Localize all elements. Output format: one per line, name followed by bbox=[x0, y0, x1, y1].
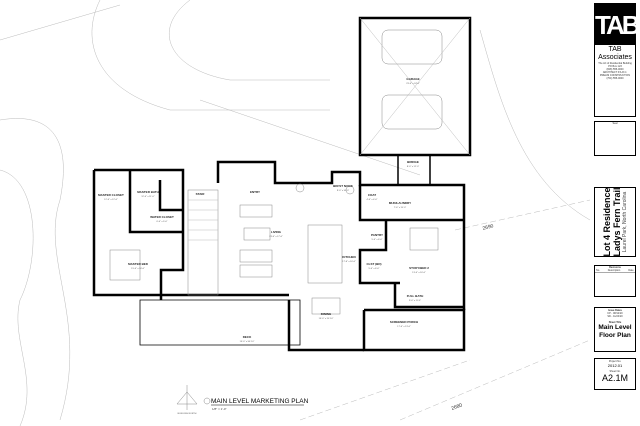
room-pantry: PANTRY 5'-0" x 6'-0" bbox=[371, 233, 383, 241]
sheet-number: A2.1M bbox=[601, 373, 628, 383]
svg-text:5'-0" x 6'-0": 5'-0" x 6'-0" bbox=[368, 268, 379, 270]
room-master-closet: MASTER CLOSET 12'-0" x 12'-0" bbox=[98, 193, 124, 201]
svg-text:FULL BATH: FULL BATH bbox=[407, 294, 424, 298]
svg-text:STAIR: STAIR bbox=[196, 192, 206, 196]
furniture bbox=[109, 183, 439, 315]
contour-label-2680: 2680 bbox=[451, 402, 464, 412]
sheet-info-box: Issue Dates CP - 08/12/20 SD - 11/24/20 … bbox=[594, 307, 636, 352]
room-kitchen: KITCHEN 17'-6" x 16'-0" bbox=[342, 255, 356, 263]
svg-text:5'-0" x 6'-0": 5'-0" x 6'-0" bbox=[371, 239, 382, 241]
sheet-number-box: Project No. 2012.01 Sheet No. A2.1M bbox=[594, 358, 636, 390]
svg-text:6'-0" x 5'-0": 6'-0" x 5'-0" bbox=[156, 221, 167, 223]
revisions-table: Revisions No. Description Date bbox=[594, 265, 636, 297]
room-living: LIVING 23'-0" x 17'-0" bbox=[269, 230, 283, 238]
seal-box: Seal bbox=[594, 121, 636, 156]
room-screened-porch: SCREENED PORCH 17'-0" x 13'-0" bbox=[390, 320, 418, 328]
svg-text:15'-0" x 15'-10": 15'-0" x 15'-10" bbox=[319, 318, 334, 320]
svg-text:15'-0" x 34'-10": 15'-0" x 34'-10" bbox=[240, 341, 255, 343]
svg-text:9'-0" x 11'-0": 9'-0" x 11'-0" bbox=[409, 300, 421, 302]
svg-text:STUDY/BED 2: STUDY/BED 2 bbox=[409, 266, 429, 270]
room-water-closet: WATER CLOSET 6'-0" x 5'-0" bbox=[150, 215, 174, 223]
svg-text:13'-0" x 16'-0": 13'-0" x 16'-0" bbox=[412, 272, 426, 274]
room-entry: ENTRY bbox=[250, 190, 260, 194]
svg-text:12'-0" x 12'-0": 12'-0" x 12'-0" bbox=[104, 199, 118, 201]
project-name-box: Lot 4 Residence Ladys Fern Trail Laurel … bbox=[594, 187, 636, 257]
house-walls bbox=[92, 160, 466, 352]
svg-text:DECK: DECK bbox=[243, 335, 252, 339]
svg-text:23'-0" x 24'-0": 23'-0" x 24'-0" bbox=[406, 83, 420, 85]
svg-text:ENTRY: ENTRY bbox=[250, 190, 260, 194]
floor-plan-drawing: GARAGE 23'-0" x 24'-0" BRIDGE 8'-0" x 12'-… bbox=[0, 0, 590, 426]
firm-logo: TAB bbox=[595, 10, 640, 40]
svg-text:LIVING: LIVING bbox=[271, 230, 282, 234]
room-coat: COAT 4'-0" x 4'-0" bbox=[366, 193, 377, 201]
svg-text:17'-0" x 13'-0": 17'-0" x 13'-0" bbox=[397, 326, 411, 328]
svg-text:12'-0" x 11'-0": 12'-0" x 11'-0" bbox=[141, 196, 155, 198]
drawing-title: MAIN LEVEL MARKETING PLAN bbox=[211, 398, 309, 405]
room-study-bed-2: STUDY/BED 2 13'-0" x 16'-0" bbox=[409, 266, 429, 274]
room-full-bath: FULL BATH 9'-0" x 11'-0" bbox=[407, 294, 424, 302]
svg-text:8'-0" x 12'-0": 8'-0" x 12'-0" bbox=[407, 166, 419, 168]
svg-text:15'-0" x 16'-0": 15'-0" x 16'-0" bbox=[131, 268, 145, 270]
room-mud-laundry: MUD/LAUNDRY 7'-6" x 15'-0" bbox=[389, 201, 411, 209]
firm-info: TAB Associates The Art of Residential Bu… bbox=[594, 44, 636, 117]
svg-text:BUILDING NORTH: BUILDING NORTH bbox=[178, 413, 197, 415]
svg-text:MUD/LAUNDRY: MUD/LAUNDRY bbox=[389, 201, 411, 205]
svg-text:COAT: COAT bbox=[368, 193, 376, 197]
svg-text:MASTER CLOSET: MASTER CLOSET bbox=[98, 193, 124, 197]
svg-text:17'-6" x 16'-0": 17'-6" x 16'-0" bbox=[342, 261, 356, 263]
room-dining: DINING 15'-0" x 15'-10" bbox=[319, 312, 334, 320]
svg-text:PANTRY: PANTRY bbox=[371, 233, 383, 237]
room-bkfst-nook: BKFST NOOK 9'-0" x 10'-0" bbox=[333, 184, 354, 192]
svg-text:23'-0" x 17'-0": 23'-0" x 17'-0" bbox=[269, 236, 283, 238]
room-master-bath: MASTER BATH 12'-0" x 11'-0" bbox=[137, 190, 159, 198]
svg-text:SCREENED PORCH: SCREENED PORCH bbox=[390, 320, 418, 324]
drawing-scale: 1/8" = 1'-0" bbox=[212, 407, 227, 411]
svg-text:BRIDGE: BRIDGE bbox=[407, 160, 419, 164]
logo-box: TAB bbox=[594, 3, 640, 45]
site-contours bbox=[0, 0, 590, 426]
room-labels: GARAGE 23'-0" x 24'-0" BRIDGE 8'-0" x 12'-… bbox=[98, 77, 429, 343]
room-garage: GARAGE 23'-0" x 24'-0" bbox=[406, 77, 420, 85]
svg-text:MASTER BATH: MASTER BATH bbox=[137, 190, 159, 194]
svg-text:4'-0" x 4'-0": 4'-0" x 4'-0" bbox=[366, 199, 377, 201]
room-bridge: BRIDGE 8'-0" x 12'-0" bbox=[407, 160, 419, 168]
contour-label-2690: 2690 bbox=[482, 223, 495, 232]
svg-text:9'-0" x 10'-0": 9'-0" x 10'-0" bbox=[337, 190, 349, 192]
svg-text:MASTER BED: MASTER BED bbox=[128, 262, 149, 266]
room-deck: DECK 15'-0" x 34'-10" bbox=[240, 335, 255, 343]
north-arrow-icon: BUILDING NORTH bbox=[176, 385, 198, 415]
sheet-title: Main Level Floor Plan bbox=[598, 324, 632, 339]
room-stair: STAIR bbox=[196, 192, 206, 196]
room-clst-bd: CLST (BD) 5'-0" x 6'-0" bbox=[367, 262, 382, 270]
room-master-bed: MASTER BED 15'-0" x 16'-0" bbox=[128, 262, 149, 270]
svg-text:GARAGE: GARAGE bbox=[406, 77, 419, 81]
svg-text:7'-6" x 15'-0": 7'-6" x 15'-0" bbox=[394, 207, 406, 209]
garage bbox=[358, 16, 472, 186]
svg-text:DINING: DINING bbox=[321, 312, 332, 316]
svg-text:KITCHEN: KITCHEN bbox=[342, 255, 355, 259]
svg-text:CLST (BD): CLST (BD) bbox=[367, 262, 382, 266]
svg-text:WATER CLOSET: WATER CLOSET bbox=[150, 215, 174, 219]
title-marker-icon bbox=[203, 397, 211, 405]
svg-text:BKFST NOOK: BKFST NOOK bbox=[333, 184, 354, 188]
